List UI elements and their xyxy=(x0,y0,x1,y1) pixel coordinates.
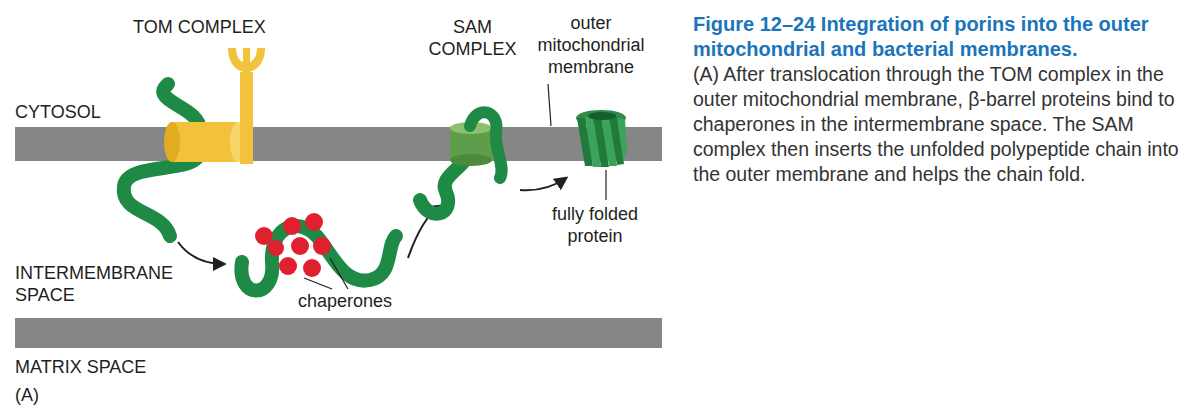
region-label: MATRIX SPACE xyxy=(15,356,215,378)
chaperone-molecules xyxy=(255,213,331,277)
membrane-label: outer mitochondrial membrane xyxy=(518,12,664,78)
panel-label: (A) xyxy=(15,384,75,406)
complex-label: SAM COMPLEX xyxy=(425,16,520,60)
region-label: INTERMEMBRANE SPACE xyxy=(15,262,193,306)
chaperone-label: chaperones xyxy=(290,290,400,312)
outer-membrane xyxy=(15,127,662,161)
leader-line xyxy=(548,84,551,126)
complex-label: TOM COMPLEX xyxy=(133,16,283,38)
polypeptide-chain xyxy=(470,112,502,178)
beta-barrel xyxy=(576,110,627,167)
leader-line xyxy=(605,170,606,200)
step-arrow xyxy=(520,178,566,190)
inner-membrane xyxy=(15,318,662,348)
figure-caption: Figure 12–24 Integration of porins into … xyxy=(693,12,1189,187)
tom-complex xyxy=(164,48,265,164)
caption-text: (A) After translocation through the TOM … xyxy=(693,62,1189,187)
step-arrow xyxy=(178,242,224,264)
region-label: CYTOSOL xyxy=(15,101,135,123)
leader-line xyxy=(304,278,332,289)
protein-label: fully folded protein xyxy=(530,203,660,247)
figure-title: Figure 12–24 Integration of porins into … xyxy=(693,12,1189,62)
polypeptide-chain xyxy=(241,226,396,290)
leader-line xyxy=(330,258,348,289)
